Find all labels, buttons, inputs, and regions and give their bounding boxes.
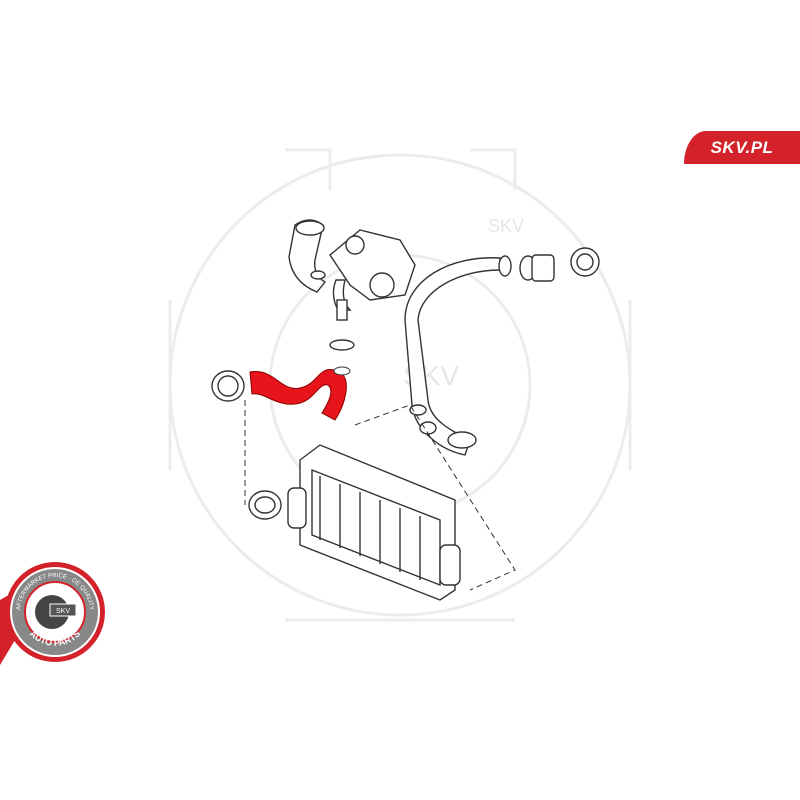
turbocharger bbox=[288, 219, 416, 351]
assembly-lines bbox=[244, 400, 516, 591]
highlighted-hose bbox=[249, 366, 351, 421]
intercooler bbox=[248, 444, 461, 601]
long-intake-pipe bbox=[404, 247, 600, 456]
hose-clamp-left bbox=[211, 370, 245, 402]
brand-tab[interactable]: SKV.PL bbox=[684, 131, 800, 164]
watermark-text-1: SKV bbox=[488, 216, 524, 236]
brand-label: SKV.PL bbox=[710, 137, 774, 157]
